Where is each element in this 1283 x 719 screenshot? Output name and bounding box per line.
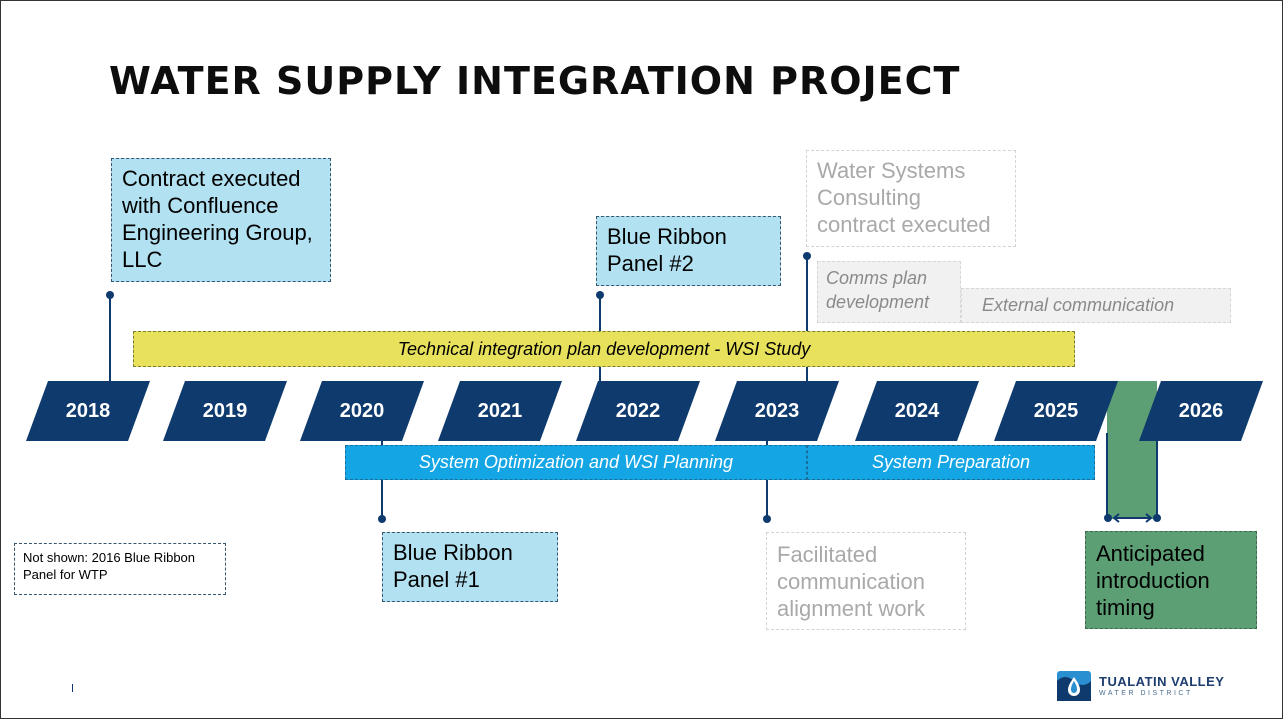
year-2019: 2019 [163, 381, 287, 441]
footer-tick [72, 684, 73, 692]
year-2026: 2026 [1139, 381, 1263, 441]
double-arrow-icon [1104, 513, 1161, 523]
external-communication-box: External communication [961, 288, 1231, 323]
anticipated-introduction-box: Anticipated introduction timing [1085, 531, 1257, 629]
anticipated-right-line [1156, 433, 1158, 519]
facilitated-communication-box: Facilitated communication alignment work [766, 532, 966, 630]
comms-plan-box: Comms plan development [817, 261, 961, 323]
connector-line-contract [109, 296, 111, 381]
technical-integration-bar: Technical integration plan development -… [133, 331, 1075, 367]
district-logo: TUALATIN VALLEY WATER DISTRICT [1057, 671, 1224, 701]
water-systems-box: Water Systems Consulting contract execut… [806, 150, 1016, 247]
connector-dot-facilitated [763, 515, 771, 523]
logo-subtitle: WATER DISTRICT [1099, 689, 1193, 697]
year-2022: 2022 [576, 381, 700, 441]
logo-name: TUALATIN VALLEY [1099, 673, 1225, 689]
year-2020: 2020 [300, 381, 424, 441]
connector-dot-blue-ribbon-1 [378, 515, 386, 523]
system-optimization-bar: System Optimization and WSI Planning [345, 445, 807, 480]
contract-confluence-box: Contract executed with Confluence Engine… [111, 158, 331, 282]
connector-dot-blue-ribbon-2 [596, 291, 604, 299]
year-2021: 2021 [438, 381, 562, 441]
system-preparation-bar: System Preparation [807, 445, 1095, 480]
connector-dot-contract [106, 291, 114, 299]
year-2018: 2018 [26, 381, 150, 441]
connector-dot-water-systems [803, 252, 811, 260]
anticipated-left-line [1106, 433, 1108, 519]
anticipated-timing-band [1107, 381, 1157, 519]
blue-ribbon-panel-1-box: Blue Ribbon Panel #1 [382, 532, 558, 602]
slide-title: WATER SUPPLY INTEGRATION PROJECT [109, 59, 961, 103]
year-2025: 2025 [994, 381, 1118, 441]
year-2024: 2024 [855, 381, 979, 441]
blue-ribbon-panel-2-box: Blue Ribbon Panel #2 [596, 216, 781, 286]
not-shown-note: Not shown: 2016 Blue Ribbon Panel for WT… [14, 543, 226, 595]
water-drop-icon [1057, 671, 1091, 701]
connector-line-water-systems [806, 257, 808, 381]
year-2023: 2023 [715, 381, 839, 441]
